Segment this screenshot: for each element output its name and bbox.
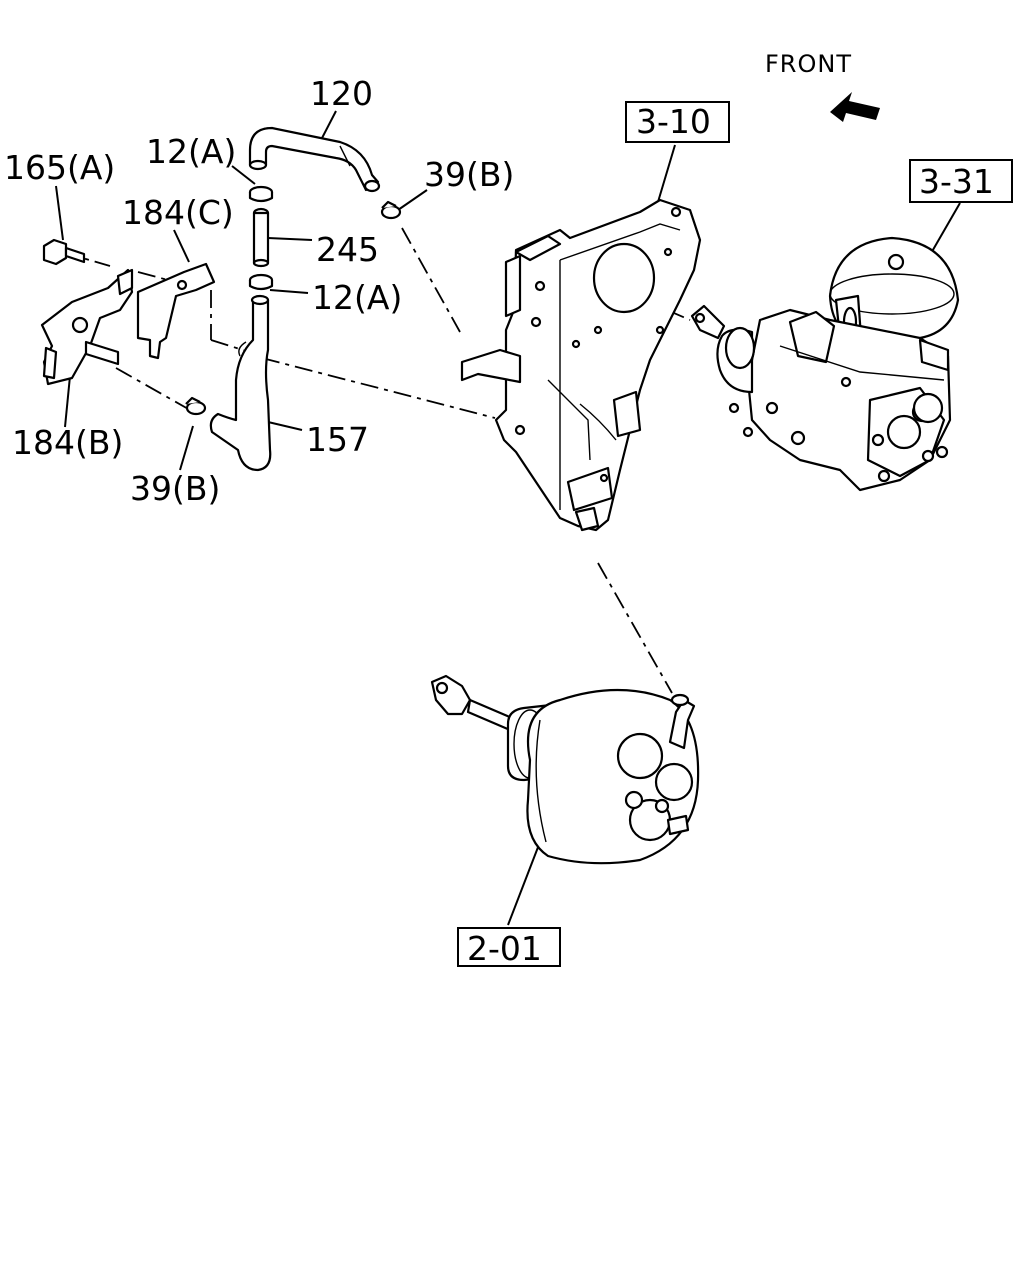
svg-text:3-10: 3-10 bbox=[636, 102, 711, 141]
callout-165a: 165(A) bbox=[4, 148, 115, 187]
hydraulic-unit-3-31[interactable] bbox=[690, 236, 960, 492]
ref-box-brake-booster[interactable]: 2-01 bbox=[457, 927, 561, 968]
pipe-245[interactable] bbox=[252, 207, 270, 268]
callout-39b-right: 39(B) bbox=[424, 155, 514, 194]
clip-12a-lower[interactable] bbox=[248, 273, 274, 291]
bracket-184c[interactable] bbox=[136, 262, 216, 360]
callout-184b: 184(B) bbox=[12, 423, 123, 462]
callout-245: 245 bbox=[316, 230, 379, 269]
bolt-165a[interactable] bbox=[42, 238, 86, 266]
svg-text:2-01: 2-01 bbox=[467, 929, 542, 968]
hose-157[interactable] bbox=[209, 294, 272, 472]
callout-120: 120 bbox=[310, 74, 373, 113]
clamp-39b-lower[interactable] bbox=[185, 396, 207, 416]
callout-39b-lower: 39(B) bbox=[130, 469, 220, 508]
callout-157: 157 bbox=[306, 420, 369, 459]
callout-12a-lower: 12(A) bbox=[312, 278, 402, 317]
clip-12a-upper[interactable] bbox=[248, 185, 274, 203]
hose-120[interactable] bbox=[248, 126, 381, 193]
front-label: FRONT bbox=[765, 50, 852, 78]
brake-booster-2-01[interactable] bbox=[430, 674, 700, 865]
svg-text:3-31: 3-31 bbox=[919, 162, 994, 201]
ref-box-pedal-bracket[interactable]: 3-10 bbox=[625, 101, 730, 143]
front-arrow-icon bbox=[830, 92, 880, 122]
ref-box-hydraulic-unit[interactable]: 3-31 bbox=[909, 159, 1013, 203]
pedal-bracket-3-10[interactable] bbox=[460, 198, 702, 532]
callout-12a-upper: 12(A) bbox=[146, 132, 236, 171]
leader-lines bbox=[55, 110, 961, 926]
bracket-184b[interactable] bbox=[40, 268, 134, 386]
callout-184c: 184(C) bbox=[122, 193, 234, 232]
clamp-39b-right[interactable] bbox=[380, 200, 402, 220]
